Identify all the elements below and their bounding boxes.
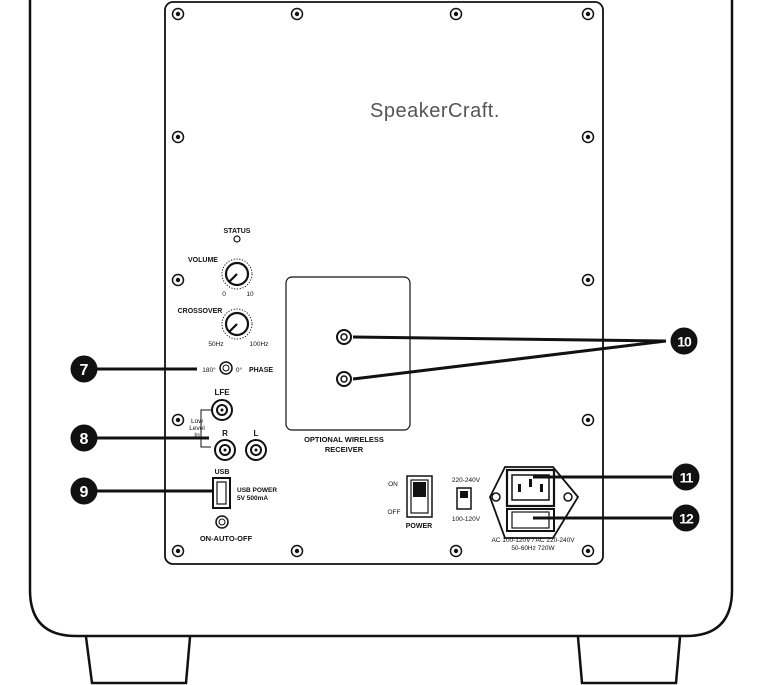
screw-icon xyxy=(171,130,185,144)
crossover-min-label: 50Hz xyxy=(208,341,223,348)
power-off-label: OFF xyxy=(388,509,401,516)
screw-icon xyxy=(290,544,304,558)
svg-text:9: 9 xyxy=(80,484,89,501)
volume-max-label: 10 xyxy=(246,291,254,298)
phase-label: PHASE xyxy=(249,367,273,374)
callout-12: 12 xyxy=(672,504,700,532)
screw-icon xyxy=(290,7,304,21)
wireless-connector-top[interactable] xyxy=(336,329,352,345)
right-input-jack[interactable] xyxy=(214,439,236,461)
svg-text:11: 11 xyxy=(680,470,694,486)
screw-icon xyxy=(449,7,463,21)
fuse-drawer[interactable] xyxy=(506,508,555,532)
voltage-100-120-label: 100-120V xyxy=(452,516,481,523)
crossover-max-label: 100Hz xyxy=(250,341,269,348)
brand-logo: SpeakerCraft. xyxy=(370,100,500,122)
voltage-selector-switch[interactable] xyxy=(456,487,472,510)
left-input-jack[interactable] xyxy=(245,439,267,461)
right-input-label: R xyxy=(222,429,228,438)
screw-icon xyxy=(449,544,463,558)
wireless-receiver-label-2: RECEIVER xyxy=(325,445,364,454)
screw-icon xyxy=(581,7,595,21)
callout-7: 7 xyxy=(70,355,98,383)
usb-power-spec: 5V 500mA xyxy=(237,495,268,502)
ac-rating-label-2: 50-60Hz 720W xyxy=(511,545,555,552)
svg-text:10: 10 xyxy=(677,334,692,350)
wireless-receiver-bay xyxy=(285,276,411,431)
power-label: POWER xyxy=(406,523,432,530)
volume-knob[interactable] xyxy=(221,258,253,290)
phase-180-label: 180° xyxy=(202,366,216,374)
low-level-in-bracket xyxy=(200,409,211,448)
screw-icon xyxy=(581,130,595,144)
lfe-input-jack[interactable] xyxy=(211,399,233,421)
screw-icon xyxy=(581,544,595,558)
lfe-label: LFE xyxy=(214,388,230,397)
screw-icon xyxy=(171,544,185,558)
wireless-connector-bottom[interactable] xyxy=(336,371,352,387)
svg-text:12: 12 xyxy=(679,511,694,527)
power-on-label: ON xyxy=(388,481,398,488)
power-rocker-switch[interactable] xyxy=(406,475,433,518)
callout-9: 9 xyxy=(70,477,98,505)
svg-text:8: 8 xyxy=(80,431,89,448)
wireless-receiver-label-1: OPTIONAL WIRELESS xyxy=(304,435,384,444)
low-level-in-label-3: In xyxy=(194,432,200,439)
ac-rating-label-1: AC 100-120V / AC 220-240V xyxy=(491,537,575,544)
panel-screws xyxy=(171,7,595,558)
usb-port[interactable] xyxy=(212,477,231,509)
screw-icon xyxy=(171,7,185,21)
status-label: STATUS xyxy=(224,228,251,235)
on-auto-off-label: ON-AUTO-OFF xyxy=(200,534,253,543)
low-level-in-label-1: Low xyxy=(191,418,203,425)
callout-lines xyxy=(97,335,672,520)
voltage-220-240-label: 220-240V xyxy=(452,477,481,484)
svg-text:7: 7 xyxy=(80,362,89,379)
screw-icon xyxy=(171,413,185,427)
phase-switch[interactable] xyxy=(219,361,233,375)
callout-11: 11 xyxy=(672,463,700,491)
usb-label: USB xyxy=(215,469,230,476)
volume-label: VOLUME xyxy=(188,257,218,264)
cabinet-feet xyxy=(84,636,682,685)
low-level-in-label-2: Level xyxy=(189,425,205,432)
crossover-label: CROSSOVER xyxy=(178,308,223,315)
status-led xyxy=(233,235,241,243)
screw-icon xyxy=(581,413,595,427)
crossover-knob[interactable] xyxy=(221,308,253,340)
on-auto-off-switch[interactable] xyxy=(215,515,229,529)
callout-10: 10 xyxy=(670,327,698,355)
volume-min-label: 0 xyxy=(222,291,226,298)
usb-power-label: USB POWER xyxy=(237,487,277,494)
screw-icon xyxy=(581,273,595,287)
cabinet-outline xyxy=(28,0,734,638)
screw-icon xyxy=(171,273,185,287)
callout-8: 8 xyxy=(70,424,98,452)
phase-0-label: 0° xyxy=(236,366,243,374)
left-input-label: L xyxy=(254,429,259,438)
